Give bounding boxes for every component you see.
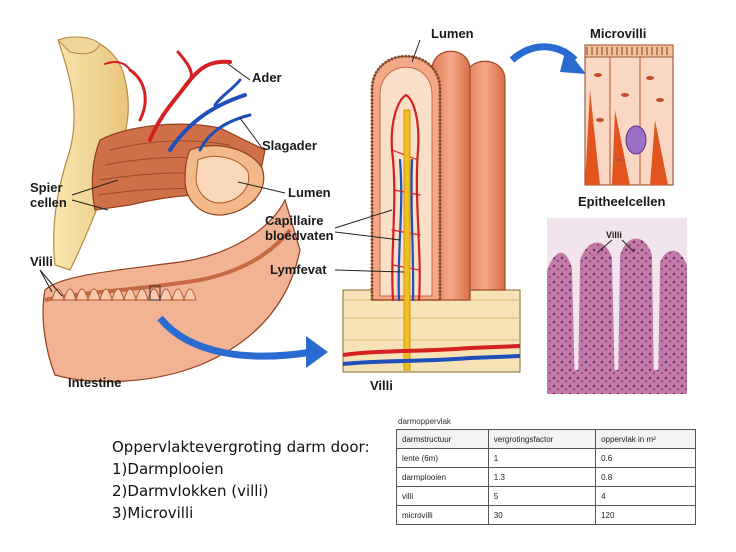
label-capillaire: Capillaire [265, 213, 324, 228]
table-cell: 4 [595, 486, 696, 506]
surface-table: darmstructuur vergrotingsfactor oppervla… [396, 429, 696, 525]
table-row: darmplooien 1.3 0.8 [396, 467, 696, 487]
label-slagader: Slagader [262, 138, 317, 153]
table-header-row: darmstructuur vergrotingsfactor oppervla… [396, 429, 696, 449]
table-row: microvilli 30 120 [396, 505, 696, 525]
table-header: vergrotingsfactor [487, 429, 597, 449]
zoom-arrow-villi [157, 315, 313, 360]
caption: Oppervlaktevergroting darm door: 1)Darmp… [112, 436, 370, 524]
label-microvilli: Microvilli [590, 26, 646, 41]
table-cell: 120 [595, 505, 696, 525]
histology-photo: Villi [547, 218, 687, 394]
label-lumen-center: Lumen [431, 26, 474, 41]
villi-cut-face [51, 288, 197, 302]
epithelial-cells-illustration: Microvilli Epitheelcellen [578, 26, 674, 209]
table-header: darmstructuur [396, 429, 489, 449]
label-intestine: Intestine [68, 375, 121, 390]
label-villi-center: Villi [370, 378, 393, 393]
label-villi-left: Villi [30, 254, 53, 269]
label-ader: Ader [252, 70, 282, 85]
table-cell: microvilli [396, 505, 489, 525]
villus-illustration: Lumen Capillaire bloedvaten Lymfevat Vil… [265, 26, 521, 393]
table-cell: lente (6m) [396, 448, 489, 468]
table-row: villi 5 4 [396, 486, 696, 506]
caption-item-2: 2)Darmvlokken (villi) [112, 482, 269, 500]
table-cell: 5 [487, 486, 597, 506]
label-bloedvaten: bloedvaten [265, 228, 334, 243]
table-cell: 0.6 [595, 448, 696, 468]
table-cell: 1 [487, 448, 597, 468]
label-spier: Spier [30, 180, 63, 195]
label-lymfevat: Lymfevat [270, 262, 327, 277]
label-cellen: cellen [30, 195, 67, 210]
table-cell: darmplooien [396, 467, 489, 487]
table-cell: 30 [487, 505, 597, 525]
label-villi-photo: Villi [606, 230, 622, 240]
label-lumen-left: Lumen [288, 185, 331, 200]
label-epitheelcellen: Epitheelcellen [578, 194, 665, 209]
table-row: lente (6m) 1 0.6 [396, 448, 696, 468]
table-cell: villi [396, 486, 489, 506]
table-title: darmoppervlak [398, 417, 451, 426]
table-cell: 0.8 [595, 467, 696, 487]
table-cell: 1.3 [487, 467, 597, 487]
blood-vessels-left [104, 50, 252, 152]
caption-item-3: 3)Microvilli [112, 504, 194, 522]
table-header: oppervlak in m² [595, 429, 696, 449]
caption-item-1: 1)Darmplooien [112, 460, 224, 478]
caption-heading: Oppervlaktevergroting darm door: [112, 438, 370, 456]
intestine-illustration: Ader Slagader Lumen Spier cellen Villi I… [30, 36, 331, 390]
